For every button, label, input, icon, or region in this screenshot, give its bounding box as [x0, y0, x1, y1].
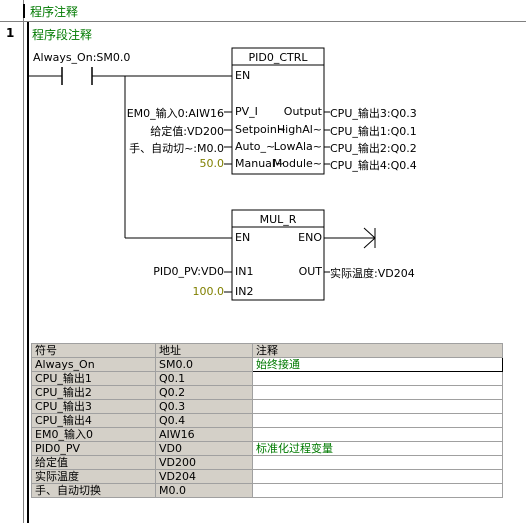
symbol-cell[interactable]: CPU_输出3 [31, 399, 156, 414]
table-row[interactable]: 给定值 VD200 [31, 455, 503, 470]
pid-block-title: PID0_CTRL [248, 51, 308, 64]
pid-en-pin: EN [235, 69, 251, 82]
table-row[interactable]: EM0_输入0 AIW16 [31, 427, 503, 442]
pid-operand-auto[interactable]: 手、自动切~:M0.0 [129, 142, 224, 155]
pid-operand-module[interactable]: CPU_输出4:Q0.4 [330, 159, 417, 172]
comment-cell[interactable] [252, 413, 503, 428]
comment-cell[interactable] [252, 427, 503, 442]
comment-cell[interactable] [252, 455, 503, 470]
comment-cell[interactable] [252, 371, 503, 386]
normally-open-contact[interactable] [60, 66, 94, 86]
address-cell[interactable]: Q0.3 [155, 399, 253, 414]
pid-output-pin-lowalarm: LowAla~ [273, 140, 322, 153]
table-row[interactable]: CPU_输出4 Q0.4 [31, 413, 503, 428]
pid-operand-output[interactable]: CPU_输出3:Q0.3 [330, 107, 417, 120]
table-row[interactable]: Always_On SM0.0 始终接通 [31, 357, 503, 372]
pid-operand-pv[interactable]: EM0_输入0:AIW16 [126, 107, 224, 120]
mul-out-pin: OUT [298, 265, 322, 278]
table-row[interactable]: 实际温度 VD204 [31, 469, 503, 484]
pid-operand-setpoint[interactable]: 给定值:VD200 [150, 125, 224, 138]
symbol-cell[interactable]: CPU_输出4 [31, 413, 156, 428]
editor-left-margin [23, 0, 24, 523]
power-rail [27, 22, 29, 523]
pid-operand-highalarm[interactable]: CPU_输出1:Q0.1 [330, 125, 417, 138]
table-row[interactable]: CPU_输出3 Q0.3 [31, 399, 503, 414]
mul-in2-pin: IN2 [235, 285, 254, 298]
symbol-cell[interactable]: PID0_PV [31, 441, 156, 456]
program-comment[interactable]: 程序注释 [30, 5, 79, 19]
mul-block-title: MUL_R [259, 213, 297, 226]
pid-input-pin-setpoint: Setpoin~ [235, 123, 287, 136]
comment-cell[interactable] [252, 469, 503, 484]
address-cell[interactable]: VD0 [155, 441, 253, 456]
pid-input-pin-pv: PV_I [235, 105, 258, 118]
symbol-cell[interactable]: Always_On [31, 357, 156, 372]
network-comment[interactable]: 程序段注释 [32, 28, 93, 42]
comment-cell[interactable] [252, 399, 503, 414]
pid-output-pin-module: Module~ [272, 157, 322, 170]
address-cell[interactable]: Q0.2 [155, 385, 253, 400]
table-row[interactable]: PID0_PV VD0 标准化过程变量 [31, 441, 503, 456]
program-comment-separator [0, 21, 526, 22]
mul-operand-in1[interactable]: PID0_PV:VD0 [153, 265, 224, 278]
pid-operand-manual[interactable]: 50.0 [199, 157, 225, 170]
address-cell[interactable]: VD204 [155, 469, 253, 484]
address-cell[interactable]: SM0.0 [155, 357, 253, 372]
symbol-cell[interactable]: CPU_输出2 [31, 385, 156, 400]
header-symbol: 符号 [31, 343, 156, 358]
comment-cell[interactable] [252, 385, 503, 400]
pid-input-pin-auto: Auto_~ [235, 140, 276, 153]
symbol-cell[interactable]: CPU_输出1 [31, 371, 156, 386]
program-comment-marker [23, 4, 25, 18]
comment-cell[interactable]: 始终接通 [252, 357, 503, 372]
network-number: 1 [6, 26, 15, 40]
table-row[interactable]: CPU_输出1 Q0.1 [31, 371, 503, 386]
symbol-cell[interactable]: 手、自动切换 [31, 483, 156, 498]
address-cell[interactable]: Q0.4 [155, 413, 253, 428]
mul-operand-out[interactable]: 实际温度:VD204 [330, 267, 415, 280]
pid-input-pin-manual: Manual~ [235, 157, 285, 170]
address-cell[interactable]: M0.0 [155, 483, 253, 498]
symbol-cell[interactable]: 实际温度 [31, 469, 156, 484]
comment-cell[interactable] [252, 483, 503, 498]
symbol-table[interactable]: 符号 地址 注释 Always_On SM0.0 始终接通 CPU_输出1 Q0… [31, 343, 503, 498]
table-row[interactable]: CPU_输出2 Q0.2 [31, 385, 503, 400]
header-comment: 注释 [252, 343, 503, 358]
mul-en-pin: EN [235, 231, 251, 244]
symbol-table-header: 符号 地址 注释 [31, 343, 503, 358]
mul-eno-pin: ENO [298, 231, 322, 244]
address-cell[interactable]: VD200 [155, 455, 253, 470]
pid-operand-lowalarm[interactable]: CPU_输出2:Q0.2 [330, 142, 417, 155]
table-row[interactable]: 手、自动切换 M0.0 [31, 483, 503, 498]
address-cell[interactable]: AIW16 [155, 427, 253, 442]
pid-output-pin-highalarm: HighAl~ [276, 123, 322, 136]
symbol-cell[interactable]: 给定值 [31, 455, 156, 470]
pid-output-pin-output: Output [283, 105, 322, 118]
address-cell[interactable]: Q0.1 [155, 371, 253, 386]
comment-cell[interactable]: 标准化过程变量 [252, 441, 503, 456]
header-address: 地址 [155, 343, 253, 358]
mul-operand-in2[interactable]: 100.0 [192, 285, 225, 298]
symbol-cell[interactable]: EM0_输入0 [31, 427, 156, 442]
mul-in1-pin: IN1 [235, 265, 254, 278]
ladder-diagram [29, 47, 376, 301]
contact-label[interactable]: Always_On:SM0.0 [33, 51, 131, 64]
